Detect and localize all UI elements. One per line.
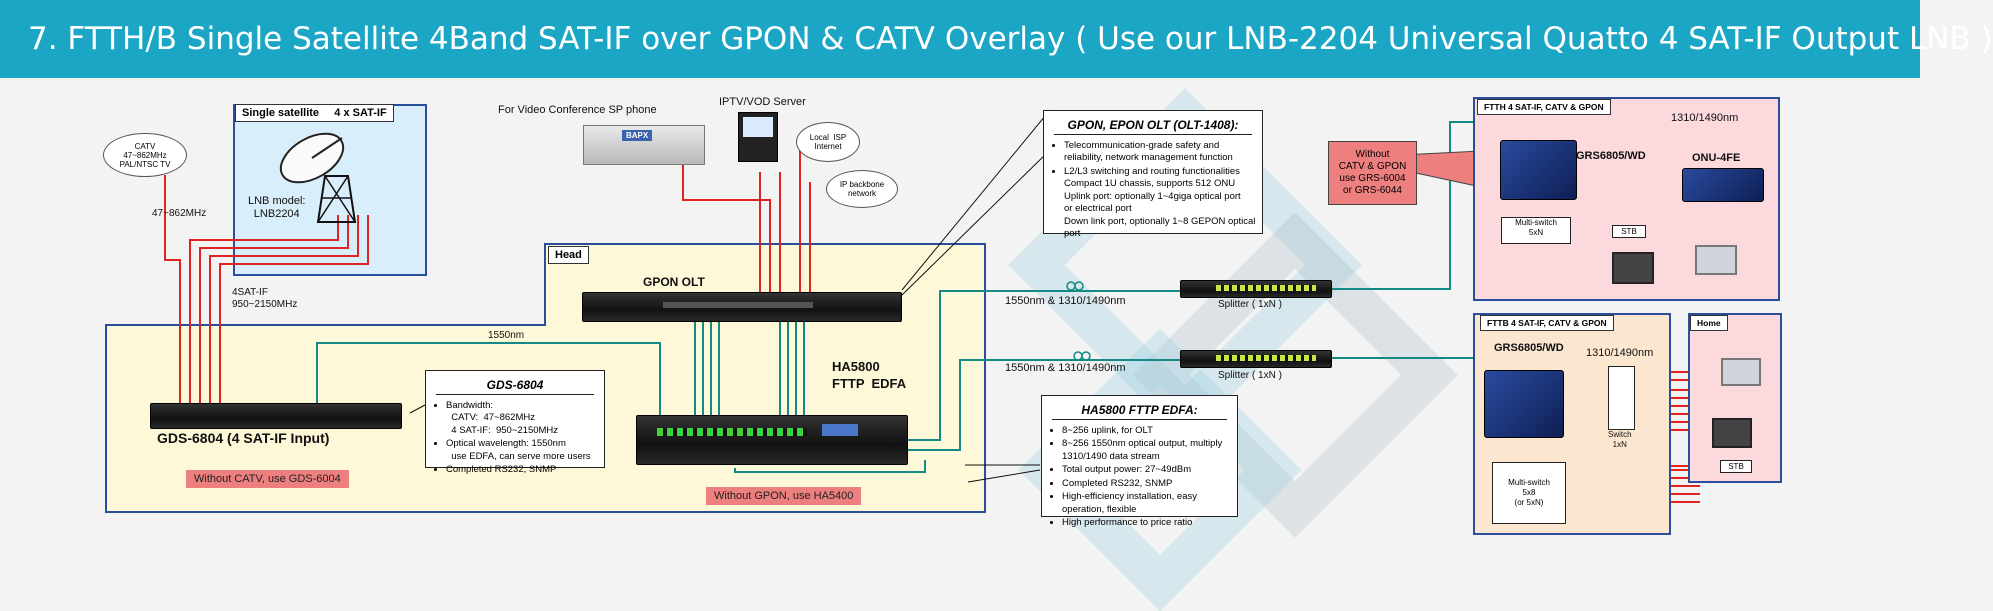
splitter-1 [1180,280,1332,298]
gds-note-item: Optical wavelength: 1550nm use EDFA, can… [446,438,594,463]
ha-note: HA5800 FTTP EDFA: 8~256 uplink, for OLT … [1041,395,1238,528]
satif-frequency: 4SAT-IF 950~2150MHz [232,287,298,310]
home-pc-icon [1721,358,1761,386]
ip-backbone-label: IP backbone network [839,180,885,198]
ha5800-device [636,415,908,465]
local-isp-cloud: Local ISP Internet [796,122,860,162]
iptv-server-icon [738,112,778,162]
ftth-pc-icon [1695,245,1737,275]
ftth-grs-label: GRS6805/WD [1576,150,1646,162]
ftth-stb: STB [1612,225,1646,238]
edfa-display [822,424,858,436]
gds-note-item: Bandwidth: CATV: 47~862MHz 4 SAT-IF: 950… [446,400,594,438]
olt-note: GPON, EPON OLT (OLT-1408): Telecommunica… [1043,110,1263,239]
fttb-multiswitch: Multi-switch 5x8 (or 5xN) [1492,462,1566,524]
splitter-2 [1180,350,1332,368]
fttb-grs-device [1484,370,1564,438]
title-banner: 7. FTTH/B Single Satellite 4Band SAT-IF … [0,0,1993,78]
gds-note: GDS-6804 Bandwidth: CATV: 47~862MHz 4 SA… [425,370,605,475]
gpon-olt-label: GPON OLT [643,275,705,289]
fttb-grs-label: GRS6805/WD [1494,342,1564,354]
ftth-wavelength: 1310/1490nm [1671,112,1739,124]
ha-note-item: 8~256 1550nm optical output, multiply 13… [1062,438,1227,463]
ip-backbone-cloud: IP backbone network [826,170,898,208]
head-title: Head [548,246,589,264]
ha5800-label: HA5800 FTTP EDFA [832,359,907,391]
ha-note-item: Total output power: 27~49dBm [1062,464,1227,477]
gds-note-title: GDS-6804 [436,379,594,395]
olt-note-title: GPON, EPON OLT (OLT-1408): [1054,119,1252,135]
home-tv-icon [1712,418,1752,448]
home-stb: STB [1720,460,1752,473]
catv-cloud-label: CATV 47~862MHz PAL/NTSC TV [119,141,171,169]
ha-note-title: HA5800 FTTP EDFA: [1052,404,1227,420]
home-stb-label: STB [1728,462,1744,471]
ftth-stb-label: STB [1621,227,1637,236]
ftth-onu-device [1682,168,1764,202]
ftth-multiswitch-label: Multi-switch 5xN [1515,218,1557,237]
lnb-model-label: LNB model: LNB2204 [248,195,306,220]
page-title: 7. FTTH/B Single Satellite 4Band SAT-IF … [28,21,1993,57]
ha-note-item: High-efficiency installation, easy opera… [1062,491,1227,516]
catv-cloud: CATV 47~862MHz PAL/NTSC TV [103,133,187,177]
ha-note-item: Completed RS232, SNMP [1062,478,1227,491]
bapx-device: BAPX [583,125,705,165]
ha-note-item: 8~256 uplink, for OLT [1062,425,1227,438]
ftth-panel-title: FTTH 4 SAT-IF, CATV & GPON [1477,99,1611,115]
satellite-panel-title: Single satellite 4 x SAT-IF [235,104,394,122]
ftth-onu-label: ONU-4FE [1692,152,1741,164]
olt-note-item: L2/L3 switching and routing functionalit… [1064,166,1255,241]
iptv-server-label: IPTV/VOD Server [719,96,806,108]
home-panel-title: Home [1690,315,1728,331]
fttb-switch [1608,366,1635,430]
olt-note-item: Telecommunication-grade safety and relia… [1064,140,1252,165]
fttb-wavelength: 1310/1490nm [1586,347,1654,359]
grs-callout-text: Without CATV & GPON use GRS-6004 or GRS-… [1338,149,1407,196]
splitter-1-label: Splitter ( 1xN ) [1218,299,1282,310]
catv-frequency: 47~862MHz [152,208,207,219]
ha-note-item: High performance to price ratio [1062,517,1227,530]
bapx-logo: BAPX [622,130,653,141]
wavelength-label-2: 1550nm & 1310/1490nm [1005,362,1126,374]
grs-callout: Without CATV & GPON use GRS-6004 or GRS-… [1328,141,1417,205]
gds-6804-device [150,403,402,429]
ftth-multiswitch: Multi-switch 5xN [1501,217,1571,244]
home-panel [1688,313,1782,483]
fttb-panel-title: FTTB 4 SAT-IF, CATV & GPON [1480,315,1614,331]
ftth-grs-device [1500,140,1577,200]
splitter-2-label: Splitter ( 1xN ) [1218,370,1282,381]
gds-6804-label: GDS-6804 (4 SAT-IF Input) [157,430,330,446]
gds-note-item: Completed RS232, SNMP [446,464,594,477]
wavelength-label-1: 1550nm & 1310/1490nm [1005,295,1126,307]
ftth-tv-icon [1612,252,1654,284]
ha-without-note: Without GPON, use HA5400 [706,487,862,505]
gpon-olt-device [582,292,902,322]
gds-without-note: Without CATV, use GDS-6004 [186,470,349,488]
local-isp-label: Local ISP Internet [809,133,847,151]
satellite-dish-icon [279,132,357,223]
link-1550: 1550nm [488,330,525,341]
fttb-switch-label: Switch 1xN [1608,430,1632,449]
edfa-port-strip [657,428,807,436]
fttb-multiswitch-label: Multi-switch 5x8 (or 5xN) [1508,478,1550,507]
video-conference-label: For Video Conference SP phone [498,104,657,116]
